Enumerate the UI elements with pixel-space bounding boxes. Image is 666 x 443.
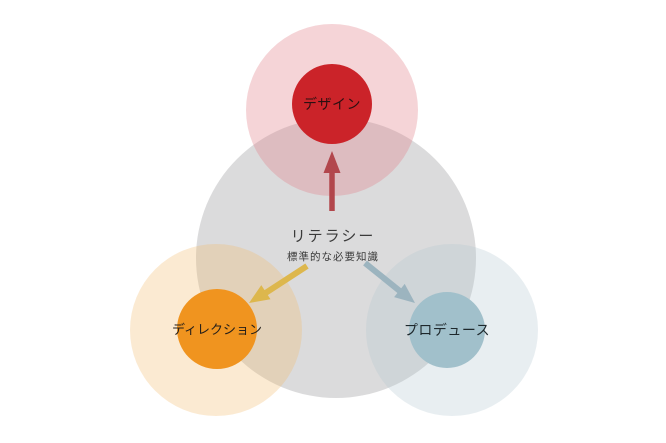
produce-circle: プロデュース <box>404 292 490 368</box>
direction-circle: ディレクション <box>172 289 262 369</box>
direction-label: ディレクション <box>171 321 263 337</box>
design-label: デザイン <box>303 96 361 112</box>
design-circle: デザイン <box>292 64 372 144</box>
literacy-text-block: リテラシー 標準的な必要知識 <box>0 229 666 263</box>
produce-label: プロデュース <box>403 322 491 338</box>
literacy-title: リテラシー <box>290 228 376 245</box>
literacy-subtitle: 標準的な必要知識 <box>287 251 379 263</box>
